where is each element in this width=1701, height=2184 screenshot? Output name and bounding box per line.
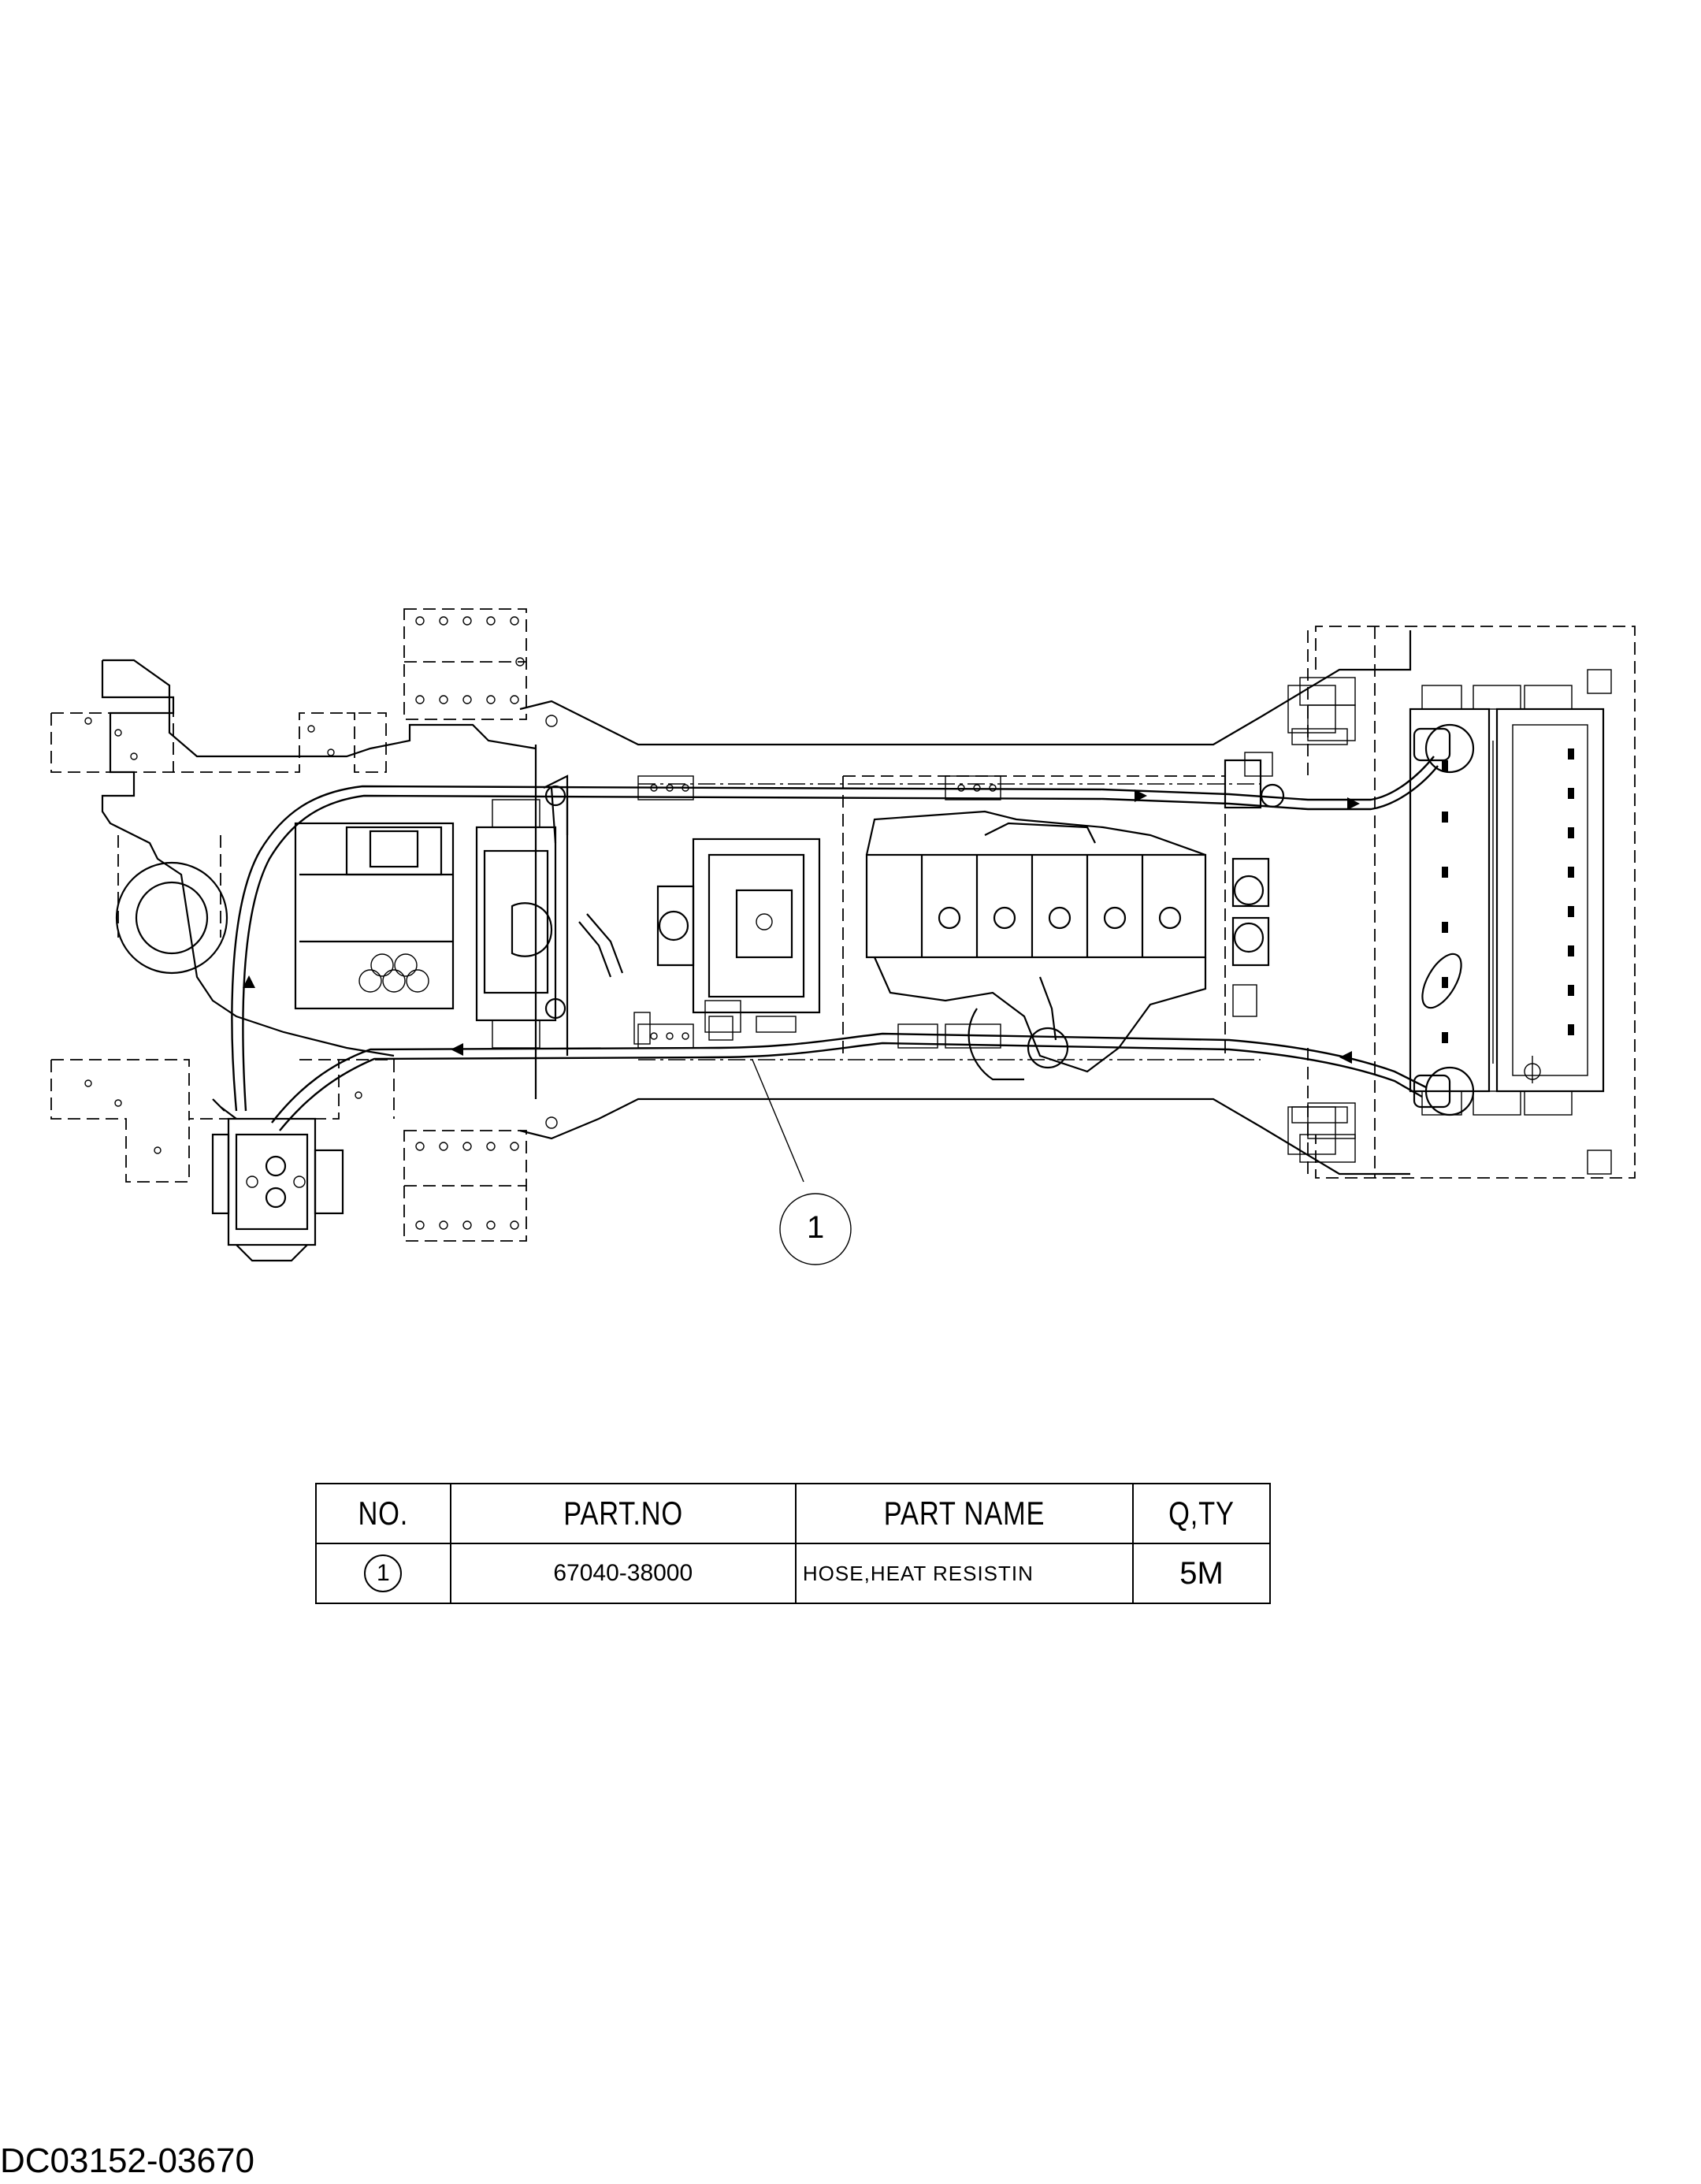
- header-part-no: PART.NO: [481, 1483, 766, 1544]
- hose-path-upper: [231, 756, 1435, 1112]
- radiator-core: [1409, 708, 1491, 1093]
- parts-table: NO. PART.NO PART NAME Q,TY 1 67040-38000…: [315, 1483, 1271, 1604]
- sight-gauge: [1421, 953, 1462, 1009]
- left-bottom-plate: [50, 1059, 340, 1183]
- main-frame-top: [519, 630, 1412, 746]
- engine-fitting-upper: [1224, 759, 1262, 809]
- header-part-name: PART NAME: [825, 1483, 1104, 1544]
- lower-radiator-port: [1424, 1066, 1475, 1116]
- upper-radiator-port: [1424, 723, 1475, 774]
- rear-pivot-boss: [115, 861, 228, 975]
- cell-part-no: 67040-38000: [449, 1543, 797, 1604]
- elbow-pipe: [578, 913, 624, 978]
- left-top-plate: [51, 712, 387, 773]
- document-code: DC03152-03670: [0, 2141, 254, 2180]
- control-valve-assembly: [211, 1098, 344, 1262]
- flow-arrows: [243, 789, 1360, 1064]
- main-frame-bottom: [519, 1098, 1410, 1176]
- hose-path-lower: [271, 1032, 1427, 1124]
- parts-table-header-row: NO. PART.NO PART NAME Q,TY: [316, 1483, 1270, 1544]
- engine-enclosure: [1315, 626, 1636, 1179]
- header-no: NO.: [327, 1483, 440, 1544]
- callout-number: 1: [807, 1210, 825, 1245]
- cell-part-name: HOSE,HEAT RESISTIN: [794, 1543, 1135, 1604]
- item-number-circle: 1: [364, 1554, 403, 1592]
- cell-qty: 5M: [1132, 1543, 1271, 1604]
- center-gearbox: [475, 826, 557, 1022]
- intake-manifold: [865, 810, 1206, 856]
- table-row: 1 67040-38000 HOSE,HEAT RESISTIN 5M: [315, 1543, 1271, 1604]
- engine-block: [865, 853, 1207, 959]
- exhaust-manifold: [873, 956, 1207, 1073]
- callout-leader: [752, 1059, 804, 1183]
- cell-no: 1: [315, 1543, 451, 1604]
- header-qty: Q,TY: [1144, 1483, 1259, 1544]
- transmission-housing: [294, 822, 455, 1010]
- upper-outrigger-pad: [403, 608, 527, 720]
- hydraulic-pump: [692, 838, 821, 1014]
- callout-bubble: [779, 1193, 852, 1265]
- rear-frame-outline: [101, 660, 395, 1057]
